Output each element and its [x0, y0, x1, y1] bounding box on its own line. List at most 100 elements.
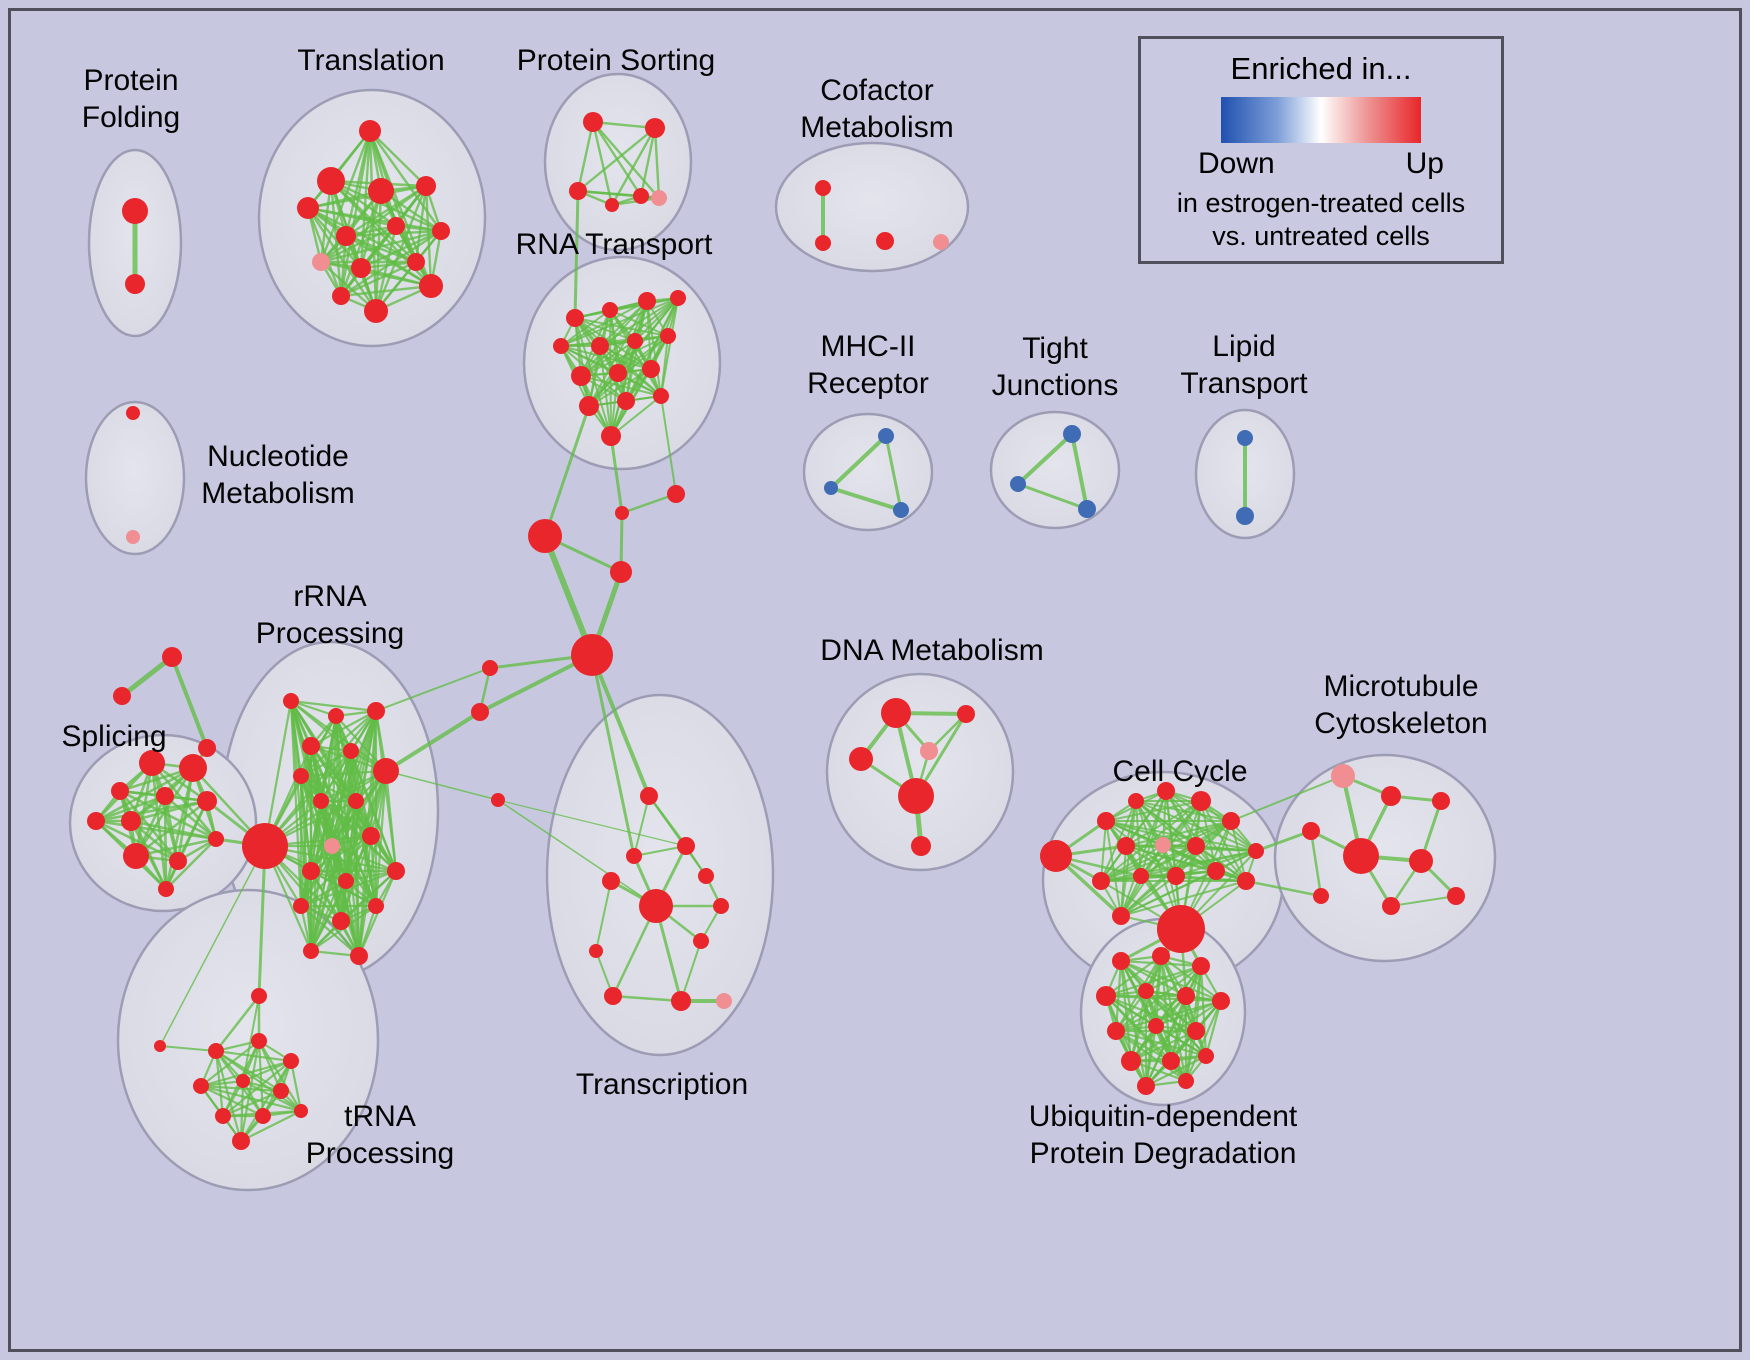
overlap-edge: [1104, 994, 1148, 1088]
gene-set-node-129: [1117, 837, 1135, 855]
gene-set-node-98: [193, 1078, 209, 1094]
gene-set-node-3: [317, 167, 345, 195]
gene-set-node-29: [670, 290, 686, 306]
gene-set-node-140: [1331, 764, 1355, 788]
overlap-edge: [1144, 994, 1188, 1088]
gene-set-node-31: [591, 337, 609, 355]
overlap-edge: [497, 799, 687, 847]
overlap-edge: [257, 1039, 303, 1113]
overlap-edge: [648, 795, 707, 877]
gene-set-node-151: [1192, 957, 1210, 975]
gene-set-node-119: [849, 747, 873, 771]
gene-set-node-30: [553, 338, 569, 354]
overlap-edge: [309, 799, 358, 953]
overlap-edge: [329, 179, 443, 233]
gene-set-node-53: [893, 502, 909, 518]
overlap-edge: [1120, 850, 1257, 917]
gene-set-node-46: [482, 660, 498, 676]
gene-set-node-81: [313, 793, 329, 809]
gene-set-node-130: [1155, 837, 1171, 853]
cluster-ellipse-cofactor-metabolism: [774, 141, 970, 273]
overlap-edge: [591, 120, 614, 207]
gene-set-node-116: [716, 993, 732, 1009]
gene-set-node-67: [121, 811, 141, 831]
cluster-label-nucleotide-metabolism: Nucleotide Metabolism: [201, 440, 355, 510]
overlap-edge: [1120, 880, 1247, 917]
overlap-edge: [309, 834, 373, 873]
overlap-edge: [134, 799, 209, 858]
gene-set-node-70: [169, 852, 187, 870]
gene-set-node-136: [1237, 872, 1255, 890]
overlap-edge: [309, 799, 358, 873]
gene-set-node-42: [667, 485, 685, 503]
gene-set-node-36: [642, 360, 660, 378]
legend-caption-line2: vs. untreated cells: [1212, 221, 1430, 251]
gene-set-node-93: [251, 988, 267, 1004]
gene-set-node-141: [1381, 786, 1401, 806]
overlap-edge: [1140, 850, 1257, 877]
gene-set-node-12: [407, 253, 425, 271]
gene-set-node-13: [419, 274, 443, 298]
overlap-edge: [1144, 989, 1208, 1058]
overlap-edge: [306, 184, 428, 210]
overlap-edge: [1114, 999, 1223, 1033]
overlap-edge: [299, 774, 373, 838]
gene-set-node-66: [87, 812, 105, 830]
cluster-ellipse-splicing: [68, 733, 258, 913]
overlap-edge: [385, 770, 499, 801]
gene-set-node-49: [126, 406, 140, 420]
overlap-edge: [199, 1084, 283, 1093]
overlap-edge: [299, 749, 353, 778]
gene-set-node-8: [387, 217, 405, 235]
overlap-edge: [241, 1059, 293, 1083]
gene-set-node-76: [302, 737, 320, 755]
overlap-edge: [199, 1084, 303, 1113]
gene-set-node-37: [579, 396, 599, 416]
overlap-edge: [660, 335, 669, 397]
overlap-edge: [829, 434, 888, 490]
gene-set-node-23: [815, 235, 831, 251]
overlap-edge: [611, 994, 683, 1003]
overlap-edge: [150, 761, 218, 841]
gene-set-node-9: [432, 222, 450, 240]
gene-set-node-58: [1236, 507, 1254, 525]
gene-set-node-108: [602, 872, 620, 890]
gene-set-node-90: [368, 898, 384, 914]
gene-set-node-34: [571, 366, 591, 386]
gene-set-node-14: [364, 299, 388, 323]
gene-set-node-75: [367, 702, 385, 720]
gene-set-node-79: [293, 768, 309, 784]
overlap-edge: [560, 297, 679, 347]
overlap-edge: [1114, 1029, 1173, 1063]
gene-set-node-57: [1237, 430, 1253, 446]
overlap-edge: [660, 395, 677, 495]
gene-set-node-71: [208, 831, 224, 847]
gene-set-node-115: [671, 991, 691, 1011]
overlap-edge: [330, 844, 361, 958]
gene-set-node-127: [1191, 791, 1211, 811]
gene-set-node-35: [609, 364, 627, 382]
overlap-edge: [1144, 1054, 1208, 1088]
overlap-edge: [1390, 895, 1457, 907]
overlap-edge: [560, 309, 611, 347]
cluster-ellipse-mhc-ii-receptor: [802, 412, 934, 532]
cluster-label-rna-transport: RNA Transport: [515, 228, 713, 261]
overlap-edge: [884, 434, 903, 512]
gene-set-node-59: [162, 647, 182, 667]
gene-set-node-94: [154, 1040, 166, 1052]
gene-set-node-65: [156, 787, 174, 805]
overlap-edge: [239, 1109, 303, 1143]
gene-set-node-69: [123, 843, 149, 869]
gene-set-node-61: [198, 739, 216, 757]
overlap-edge: [1119, 959, 1133, 1063]
overlap-edge: [368, 129, 443, 233]
gene-set-node-5: [368, 178, 394, 204]
overlap-edge: [560, 300, 648, 347]
overlap-edge: [1204, 999, 1223, 1058]
overlap-edge: [299, 769, 388, 778]
cluster-label-rrna-processing: rRNA Processing: [255, 580, 405, 650]
overlap-edge: [591, 120, 661, 200]
gene-set-node-124: [1097, 812, 1115, 830]
gene-set-node-117: [881, 698, 911, 728]
